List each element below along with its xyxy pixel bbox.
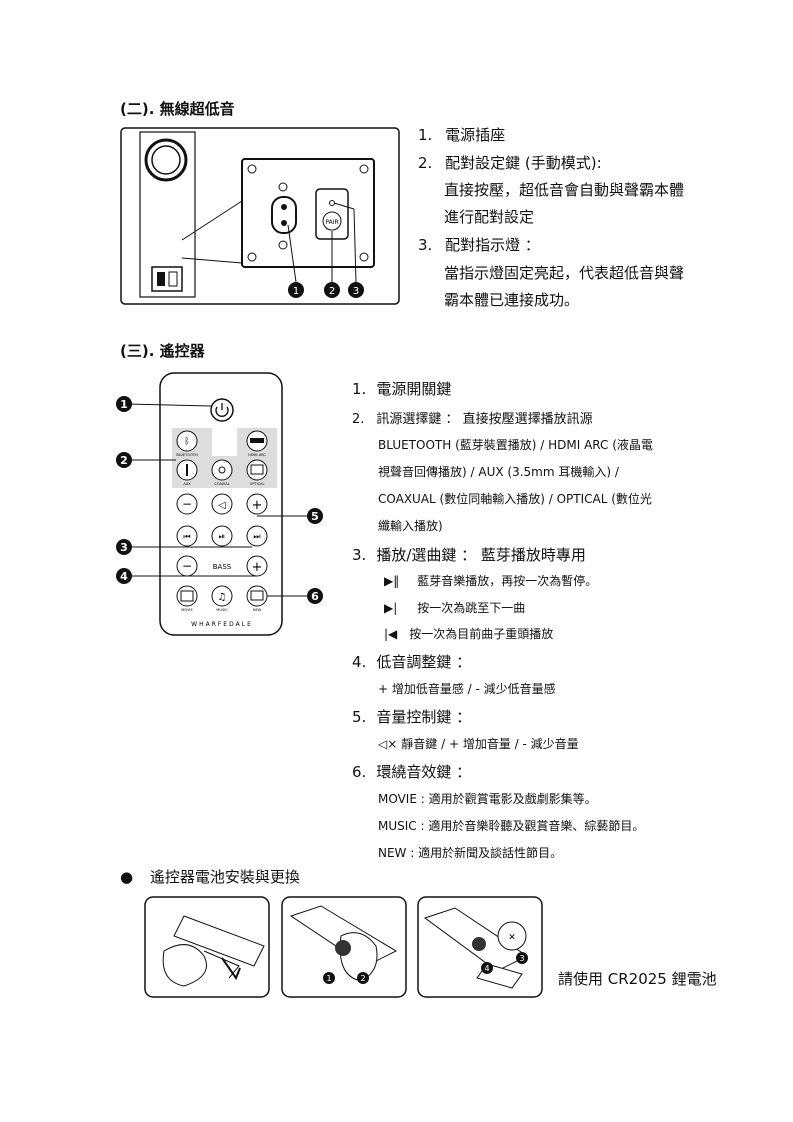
callout-3: 3: [353, 286, 359, 297]
svg-text:2: 2: [120, 454, 128, 467]
bullet-icon: ●: [120, 868, 134, 886]
battery-step-1: [144, 896, 270, 998]
play-pause-icon: ▶‖: [384, 574, 400, 588]
section3-title: (三). 遙控器: [120, 342, 205, 360]
svg-text:◁: ◁: [218, 500, 226, 511]
svg-text:⏯: ⏯: [219, 532, 225, 541]
battery-step-3: ✕ 3 4: [417, 896, 543, 998]
mute-icon: ◁×: [378, 737, 398, 751]
callout-1: 1: [293, 286, 299, 297]
svg-text:⏮: ⏮: [183, 532, 190, 541]
svg-text:−: −: [182, 559, 192, 573]
svg-text:2: 2: [360, 974, 365, 983]
brand-label: WHARFEDALE: [191, 621, 253, 628]
svg-text:4: 4: [484, 964, 489, 973]
svg-text:NEW: NEW: [253, 608, 262, 612]
svg-text:4: 4: [120, 570, 128, 583]
svg-text:AUX: AUX: [183, 482, 191, 486]
svg-text:6: 6: [311, 590, 319, 603]
svg-text:3: 3: [519, 954, 524, 963]
svg-text:✕: ✕: [508, 933, 516, 943]
svg-text:ᛒ: ᛒ: [184, 436, 189, 447]
svg-text:♫: ♫: [218, 592, 227, 603]
battery-heading: ● 遙控器電池安裝與更換: [120, 868, 300, 886]
remote-diagram: ᛒ BLUETOOTH HDMI ARC AUX COAXIAL OPTICAL…: [116, 372, 323, 636]
previous-icon: |◀: [384, 627, 398, 641]
svg-text:MOVIE: MOVIE: [181, 608, 192, 612]
svg-text:OPTICAL: OPTICAL: [250, 482, 265, 486]
svg-text:BASS: BASS: [213, 563, 232, 571]
next-icon: ▶|: [384, 601, 398, 615]
svg-text:BLUETOOTH: BLUETOOTH: [176, 453, 198, 457]
svg-text:COAXIAL: COAXIAL: [214, 482, 229, 486]
svg-text:3: 3: [120, 541, 128, 554]
pair-label: PAIR: [325, 219, 338, 226]
battery-step-2: 1 2: [281, 896, 407, 998]
section2-title: (二). 無線超低音: [120, 100, 235, 118]
subwoofer-diagram: PAIR 1 2 3: [120, 127, 400, 305]
svg-text:5: 5: [311, 510, 319, 523]
battery-note: 請使用 CR2025 鋰電池: [558, 970, 717, 988]
svg-text:−: −: [182, 497, 192, 511]
svg-text:+: +: [252, 498, 263, 513]
section3-list: 1.電源開關鍵 2.訊源選擇鍵 ： 直接按壓選擇播放訊源 BLUETOOTH (…: [352, 380, 653, 860]
svg-text:1: 1: [120, 398, 128, 411]
svg-text:1: 1: [326, 974, 331, 983]
svg-text:+: +: [252, 560, 263, 575]
svg-text:MUSIC: MUSIC: [216, 608, 228, 612]
svg-text:HDMI ARC: HDMI ARC: [248, 453, 266, 457]
svg-text:⏭: ⏭: [253, 532, 260, 541]
callout-2: 2: [329, 286, 335, 297]
